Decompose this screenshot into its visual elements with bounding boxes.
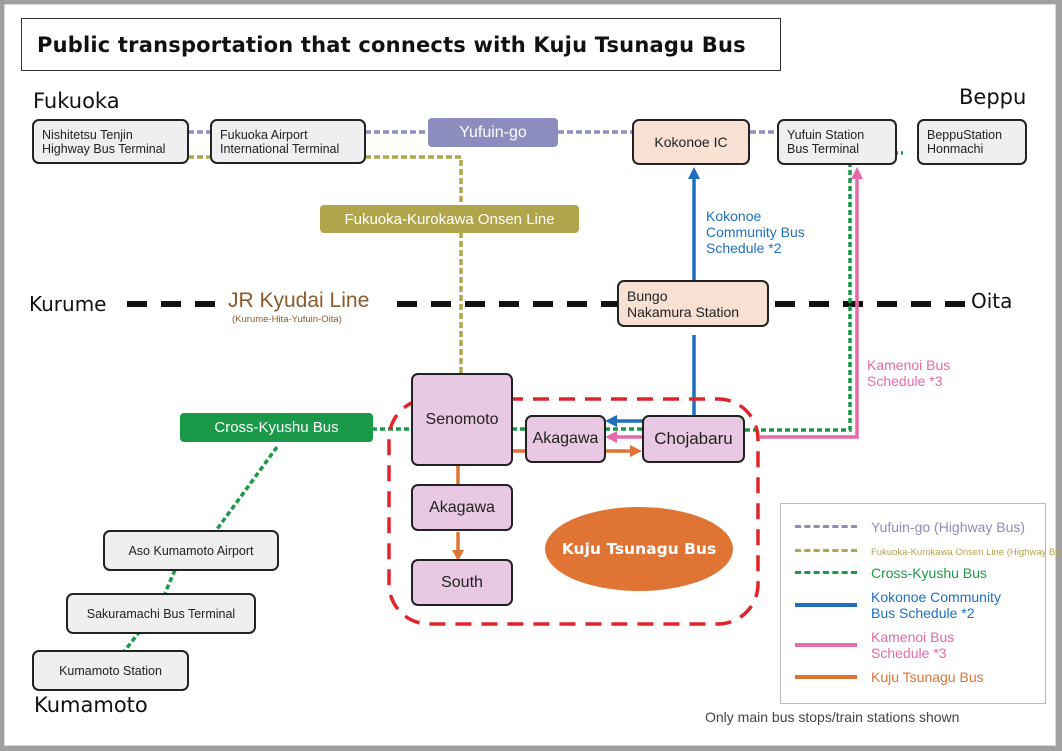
legend-label: Kokonoe Community Bus Schedule *2 xyxy=(871,589,1001,621)
stop-akagawa-east[interactable]: Akagawa xyxy=(525,415,606,463)
stop-kumamoto-station[interactable]: Kumamoto Station xyxy=(32,650,189,691)
legend-item: Cross-Kyushu Bus xyxy=(781,564,1045,582)
title-box: Public transportation that connects with… xyxy=(21,18,781,71)
jr-line-subtitle: (Kurume-Hita-Yufuin-Oita) xyxy=(232,314,342,325)
region-fukuoka: Fukuoka xyxy=(33,89,120,113)
legend-label: Cross-Kyushu Bus xyxy=(871,565,987,581)
endpoint-oita: Oita xyxy=(971,289,1013,313)
label-yufuin-go: Yufuin-go xyxy=(428,118,558,147)
label-cross-kyushu: Cross-Kyushu Bus xyxy=(180,413,373,442)
legend-label: Kamenoi Bus Schedule *3 xyxy=(871,629,955,661)
stop-chojabaru[interactable]: Chojabaru xyxy=(642,415,745,463)
legend-label: Kuju Tsunagu Bus xyxy=(871,669,984,685)
legend-item: Kamenoi Bus Schedule *3 xyxy=(781,628,1045,662)
kuju-arrowhead-right xyxy=(630,445,642,457)
kuju-arrowhead-down xyxy=(452,550,464,561)
stop-bungo-nakamura[interactable]: Bungo Nakamura Station xyxy=(617,280,769,327)
stop-senomoto[interactable]: Senomoto xyxy=(411,373,513,466)
legend-swatch xyxy=(795,603,857,607)
stop-akagawa-south[interactable]: Akagawa xyxy=(411,484,513,531)
stop-sakuramachi[interactable]: Sakuramachi Bus Terminal xyxy=(66,593,256,634)
legend-label: Fukuoka-Kurokawa Onsen Line (Highway Bus… xyxy=(871,547,1062,558)
stop-south[interactable]: South xyxy=(411,559,513,606)
jr-line-title: JR Kyudai Line xyxy=(228,289,370,312)
legend-swatch xyxy=(795,549,857,552)
region-kumamoto: Kumamoto xyxy=(34,693,148,717)
region-beppu: Beppu xyxy=(959,85,1027,109)
stop-fukuoka-airport[interactable]: Fukuoka Airport International Terminal xyxy=(210,119,366,164)
stop-aso-kumamoto-airport[interactable]: Aso Kumamoto Airport xyxy=(103,530,279,571)
footnote: Only main bus stops/train stations shown xyxy=(705,709,960,725)
stop-beppu-station[interactable]: BeppuStation Honmachi xyxy=(917,119,1027,165)
label-fukuoka-kurokawa: Fukuoka-Kurokawa Onsen Line xyxy=(320,205,579,233)
kamenoi-line xyxy=(617,177,859,439)
legend-item: Kuju Tsunagu Bus xyxy=(781,668,1045,686)
legend-swatch xyxy=(795,525,857,528)
kokonoe-annotation: Kokonoe Community Bus Schedule *2 xyxy=(706,208,805,256)
endpoint-kurume: Kurume xyxy=(29,292,107,316)
legend-item: Kokonoe Community Bus Schedule *2 xyxy=(781,588,1045,622)
legend-swatch xyxy=(795,571,857,574)
kamenoi-annotation: Kamenoi Bus Schedule *3 xyxy=(867,357,951,389)
stop-kokonoe-ic[interactable]: Kokonoe IC xyxy=(632,119,750,165)
kokonoe-arrowhead-left xyxy=(605,415,617,427)
legend-item: Yufuin-go (Highway Bus) xyxy=(781,518,1045,536)
fukuoka-kurokawa-line xyxy=(188,155,463,374)
route-lines xyxy=(121,130,967,655)
legend-swatch xyxy=(795,675,857,679)
stop-nishitetsu-tenjin[interactable]: Nishitetsu Tenjin Highway Bus Terminal xyxy=(32,119,189,164)
legend-swatch xyxy=(795,643,857,647)
kuju-tsunagu-line xyxy=(456,449,632,553)
kamenoi-arrowhead-up xyxy=(851,167,863,179)
stop-yufuin-station[interactable]: Yufuin Station Bus Terminal xyxy=(777,119,897,165)
page: Public transportation that connects with… xyxy=(4,4,1062,746)
legend-item: Fukuoka-Kurokawa Onsen Line (Highway Bus… xyxy=(781,542,1062,560)
kuju-service-area xyxy=(387,397,760,626)
page-title: Public transportation that connects with… xyxy=(37,32,746,57)
kuju-tsunagu-bus-badge: Kuju Tsunagu Bus xyxy=(545,507,733,591)
legend-label: Yufuin-go (Highway Bus) xyxy=(871,519,1026,535)
kamenoi-arrowhead-left xyxy=(605,431,617,443)
kokonoe-arrowhead-up xyxy=(688,167,700,179)
legend: Yufuin-go (Highway Bus) Fukuoka-Kurokawa … xyxy=(780,503,1062,704)
kuju-badge-label: Kuju Tsunagu Bus xyxy=(561,540,717,558)
